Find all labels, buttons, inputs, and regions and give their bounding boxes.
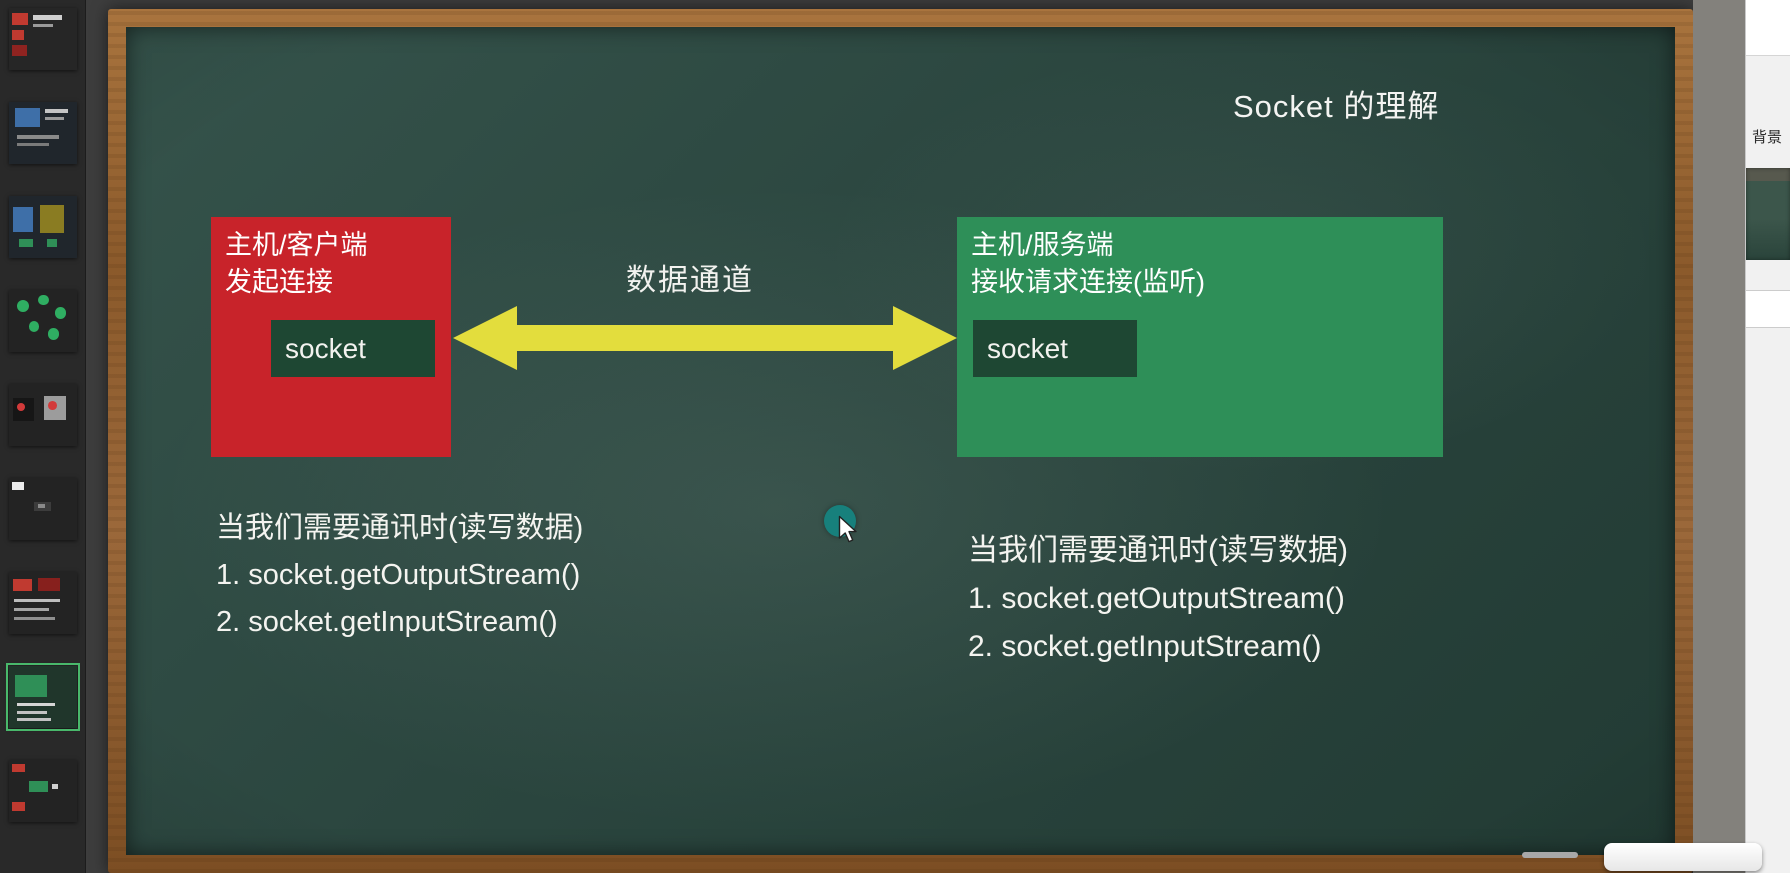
pen-tool[interactable] bbox=[1522, 852, 1578, 858]
slide-thumbnail-9[interactable] bbox=[8, 760, 77, 822]
thumbnail-shape bbox=[11, 481, 25, 491]
thumbnail-shape bbox=[46, 239, 58, 247]
client-notes-item1: 1. socket.getOutputStream() bbox=[216, 559, 581, 591]
server-notes: 当我们需要通讯时(读写数据) 1. socket.getOutputStream… bbox=[968, 527, 1348, 671]
channel-label: 数据通道 bbox=[626, 264, 754, 297]
thumbnail-shape bbox=[38, 504, 46, 509]
thumbnail-shape bbox=[28, 781, 48, 793]
double-arrow-icon bbox=[453, 306, 957, 370]
chalkboard: Socket 的理解 主机/客户端 发起连接 socket 主机/服务端 接收请… bbox=[126, 27, 1675, 855]
thumbnail-shape bbox=[12, 207, 33, 232]
background-swatch-white[interactable] bbox=[1746, 290, 1790, 328]
slide-thumbnail-4[interactable] bbox=[8, 290, 77, 352]
thumbnail-shape bbox=[52, 783, 59, 790]
thumbnail-shape bbox=[11, 30, 25, 41]
client-box-subtitle: 发起连接 bbox=[225, 267, 333, 297]
slide-canvas[interactable]: Socket 的理解 主机/客户端 发起连接 socket 主机/服务端 接收请… bbox=[108, 9, 1693, 873]
slide-thumbnail-7[interactable] bbox=[8, 572, 77, 634]
thumbnail-shape bbox=[47, 401, 57, 411]
thumbnail-shape bbox=[16, 710, 47, 714]
thumbnail-shape bbox=[45, 116, 65, 120]
server-socket-chip: socket bbox=[973, 320, 1137, 377]
client-socket-chip: socket bbox=[271, 320, 435, 377]
thumbnail-shape bbox=[11, 802, 26, 811]
thumbnail-shape bbox=[45, 109, 69, 114]
background-preview[interactable] bbox=[1746, 168, 1790, 260]
panel-header bbox=[1746, 0, 1790, 56]
thumbnail-shape bbox=[28, 321, 40, 332]
thumbnail-shape bbox=[16, 142, 50, 146]
slide-thumbnail-1[interactable] bbox=[8, 8, 77, 70]
client-box-title: 主机/客户端 bbox=[225, 230, 368, 260]
thumbnail-shape bbox=[15, 674, 47, 697]
thumbnail-shape bbox=[12, 579, 32, 591]
thumbnail-shape bbox=[11, 45, 27, 57]
server-notes-item1: 1. socket.getOutputStream() bbox=[968, 582, 1345, 615]
thumbnail-shape bbox=[11, 12, 29, 26]
server-notes-item2: 2. socket.getInputStream() bbox=[968, 630, 1322, 663]
background-label: 背景 bbox=[1752, 129, 1783, 146]
thumbnail-shape bbox=[13, 616, 55, 620]
thumbnail-shape bbox=[16, 718, 51, 722]
thumbnail-shape bbox=[47, 328, 60, 341]
thumbnail-shape bbox=[13, 607, 50, 612]
thumbnail-shape bbox=[39, 204, 65, 234]
thumbnail-shape bbox=[38, 294, 49, 306]
server-notes-heading: 当我们需要通讯时(读写数据) bbox=[968, 534, 1348, 567]
slide-thumbnails bbox=[0, 0, 86, 873]
slide-thumbnail-2[interactable] bbox=[8, 102, 77, 164]
client-box: 主机/客户端 发起连接 socket bbox=[211, 217, 451, 457]
thumbnail-shape bbox=[11, 763, 26, 773]
eraser-tool[interactable] bbox=[1604, 843, 1762, 871]
mouse-cursor-icon bbox=[838, 515, 857, 543]
client-notes-item2: 2. socket.getInputStream() bbox=[216, 606, 558, 638]
server-box-subtitle: 接收请求连接(监听) bbox=[971, 267, 1205, 297]
thumbnail-shape bbox=[54, 307, 67, 320]
thumbnail-shape bbox=[13, 599, 61, 603]
client-notes-heading: 当我们需要通讯时(读写数据) bbox=[216, 512, 584, 544]
server-box-title: 主机/服务端 bbox=[971, 230, 1114, 260]
canvas-gutter bbox=[1693, 0, 1745, 873]
slide-thumbnail-3[interactable] bbox=[8, 196, 77, 258]
slide-thumbnail-6[interactable] bbox=[8, 478, 77, 540]
thumbnail-shape bbox=[16, 135, 59, 139]
thumbnail-shape bbox=[32, 15, 62, 20]
thumbnail-shape bbox=[16, 703, 55, 707]
client-notes: 当我们需要通讯时(读写数据) 1. socket.getOutputStream… bbox=[216, 505, 583, 646]
thumbnail-shape bbox=[15, 108, 40, 127]
thumbnail-shape bbox=[19, 239, 33, 247]
thumbnail-shape bbox=[38, 578, 61, 591]
thumbnail-shape bbox=[16, 402, 26, 412]
slide-thumbnail-8[interactable] bbox=[5, 663, 80, 731]
slide-title: Socket 的理解 bbox=[1233, 89, 1440, 124]
slide-thumbnail-5[interactable] bbox=[8, 384, 77, 446]
thumbnail-shape bbox=[16, 299, 29, 313]
server-box: 主机/服务端 接收请求连接(监听) socket bbox=[957, 217, 1443, 457]
thumbnail-shape bbox=[32, 24, 54, 28]
background-panel: 背景 bbox=[1745, 0, 1790, 873]
